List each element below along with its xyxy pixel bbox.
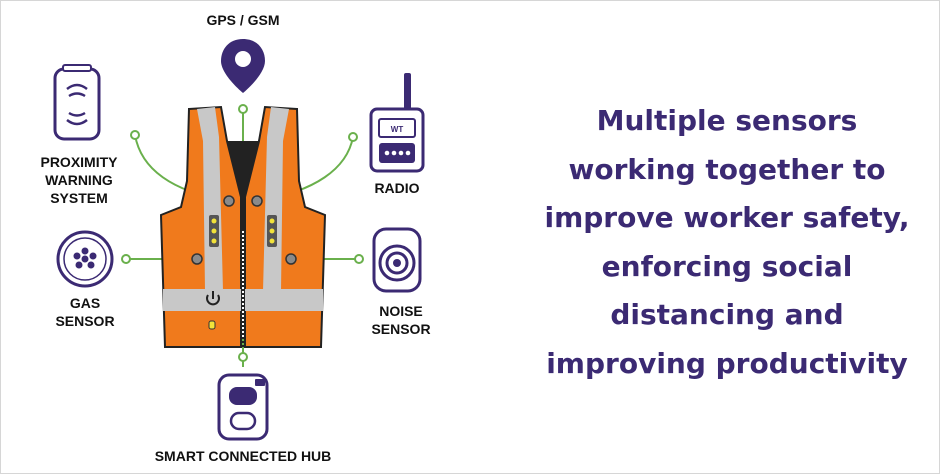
tagline-line-1: Multiple sensors <box>596 104 858 137</box>
proximity-sensor-icon <box>53 64 101 141</box>
noise-sensor-icon <box>372 227 422 293</box>
label-radio: RADIO <box>374 180 420 196</box>
safety-vest <box>159 105 327 349</box>
tagline-line-6: improving productivity <box>546 346 908 380</box>
label-proximity-line-2: WARNING <box>45 172 113 188</box>
label-gas-line-1: GAS <box>69 295 101 311</box>
left-horizontal-strip <box>163 289 241 311</box>
tagline-line-2: working together to <box>568 152 886 186</box>
label-gas-sensor: GAS SENSOR <box>37 294 133 330</box>
power-icon <box>206 291 220 306</box>
tagline: Multiple sensors working together to imp… <box>541 97 913 388</box>
label-proximity-line-1: PROXIMITY <box>40 154 118 170</box>
hub-icon <box>217 373 269 441</box>
connector-end-dots <box>121 104 364 362</box>
label-gps-gsm: GPS / GSM <box>206 12 280 28</box>
label-noise-line-1: NOISE <box>379 303 423 319</box>
label-smart-connected-hub: SMART CONNECTED HUB <box>154 448 332 464</box>
label-gas-line-2: SENSOR <box>55 313 115 329</box>
label-noise-line-2: SENSOR <box>371 321 431 337</box>
radio-badge-text: WT <box>391 125 404 134</box>
right-horizontal-strip <box>245 289 323 311</box>
label-proximity-line-3: SYSTEM <box>50 190 108 206</box>
label-noise-sensor: NOISE SENSOR <box>353 302 449 338</box>
tagline-line-3: improve worker safety, <box>544 201 910 234</box>
label-proximity-warning-system: PROXIMITY WARNING SYSTEM <box>19 153 139 207</box>
radio-icon: WT <box>369 73 425 173</box>
tagline-line-5: distancing and <box>610 298 844 331</box>
vest-sensor-diagram: WT <box>53 39 425 441</box>
location-pin-icon <box>221 39 265 93</box>
tagline-line-4: enforcing social <box>601 249 853 283</box>
gas-sensor-icon <box>56 230 114 288</box>
vest-clip <box>208 320 216 330</box>
